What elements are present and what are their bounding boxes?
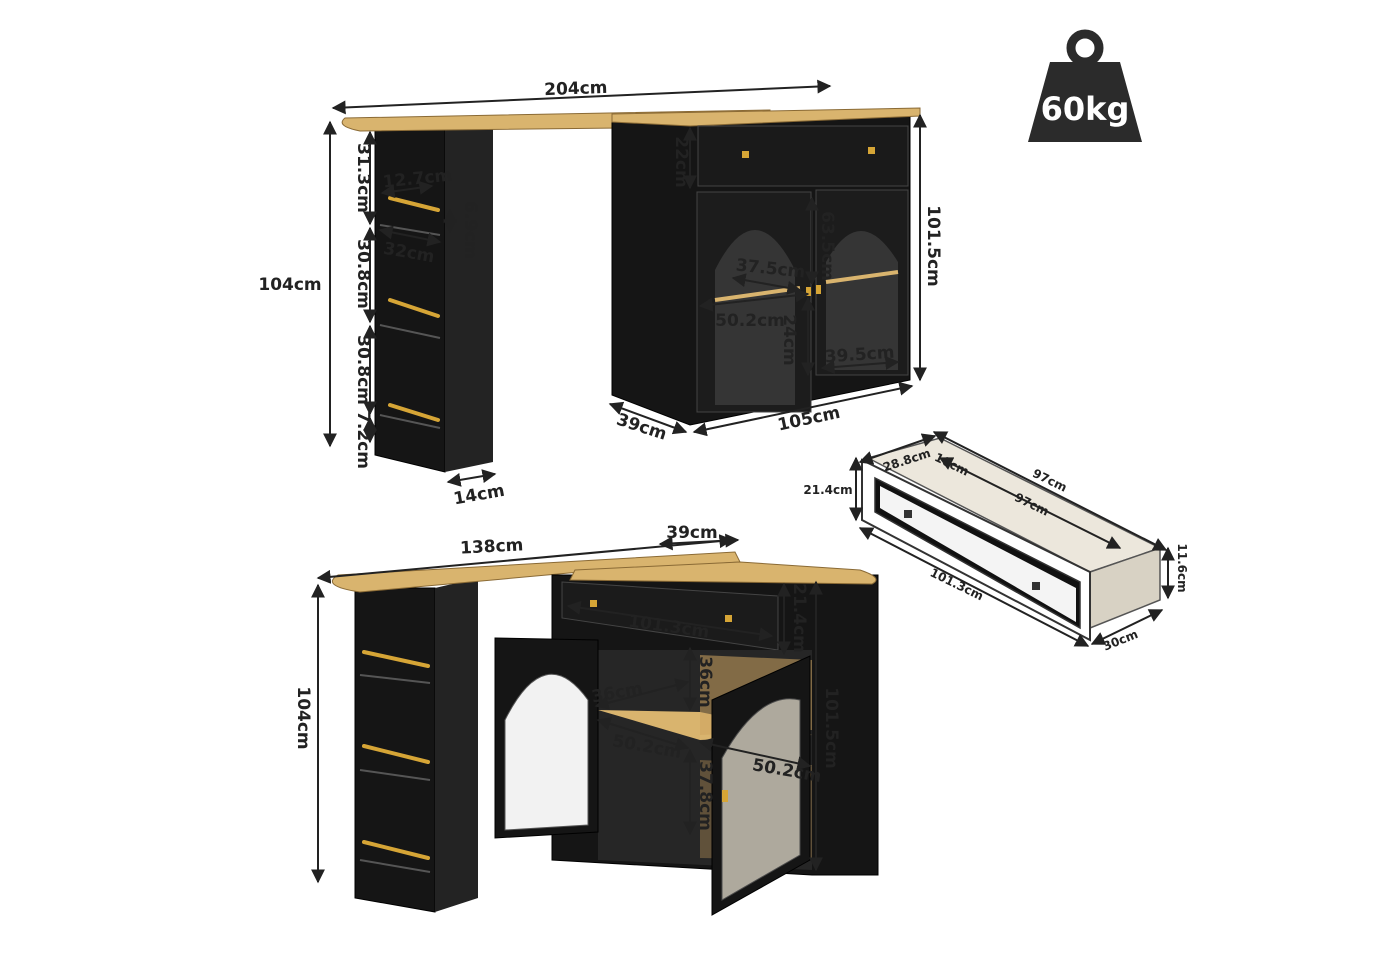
weight-icon: 60kg	[1028, 29, 1142, 142]
height-label: 104cm	[258, 275, 321, 295]
drawer-height-label: 22cm	[671, 136, 691, 187]
drawer-box-height-label: 11.6cm	[1175, 543, 1189, 592]
weight-label: 60kg	[1041, 90, 1130, 128]
shelf-1-height-label: 31.3cm	[353, 143, 373, 213]
top-view: 204cm 104cm 31.3cm 30.8cm 30.8cm 7.2cm 1…	[258, 78, 943, 509]
open-shelf-tower-side	[435, 578, 478, 912]
cabinet-inner-width-label: 50.2cm	[715, 311, 785, 331]
open-height-label: 104cm	[293, 686, 313, 749]
drawer-front-height-label: 21.4cm	[803, 483, 852, 497]
shelf-tower-side	[445, 128, 493, 472]
open-cabinet-height-label: 101.5cm	[821, 687, 841, 769]
open-shelf-tower-front	[354, 587, 436, 913]
cabinet-height-label: 101.5cm	[923, 205, 943, 287]
lower-compartment-height-label: 24cm	[779, 314, 799, 365]
shelf-rail-height-label: 6.9cm	[460, 201, 480, 259]
top-length-label: 138cm	[460, 535, 524, 558]
total-length-label: 204cm	[544, 78, 608, 100]
inner-height-upper-label: 36cm	[695, 656, 715, 707]
side-width-label: 14cm	[452, 481, 506, 510]
shelf-2-height-label: 30.8cm	[353, 239, 373, 309]
base-height-label: 7.2cm	[353, 411, 373, 469]
drawer-view: 97cm 97cm 28.8cm 10cm 21.4cm 101.3cm 11.…	[803, 431, 1189, 654]
inner-height-lower-label: 37.8cm	[695, 761, 715, 831]
cabinet-drawer	[697, 125, 909, 187]
top-depth-label: 39cm	[666, 523, 717, 543]
door-height-label: 63.5cm	[817, 211, 837, 281]
open-drawer-height-label: 21.4cm	[789, 583, 809, 653]
bottom-view: 138cm 39cm 104cm 101.3cm 21.4cm 36cm 36c…	[293, 523, 879, 916]
lower-shelf-width-label: 39.5cm	[824, 343, 895, 368]
shelf-3-height-label: 30.8cm	[353, 335, 373, 405]
